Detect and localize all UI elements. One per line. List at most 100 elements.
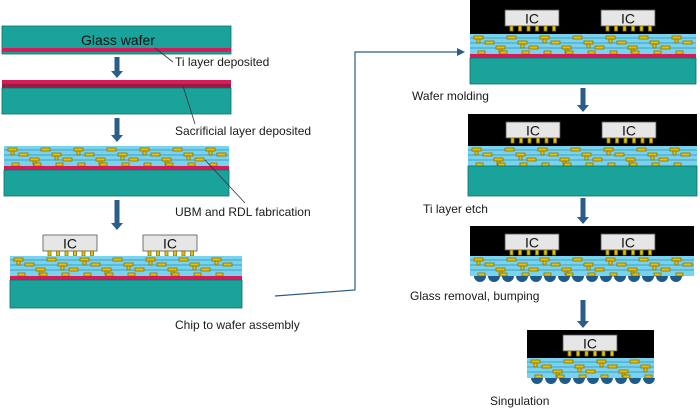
ic-chip bbox=[504, 233, 560, 251]
rdl-trace bbox=[482, 152, 493, 157]
micro-bump bbox=[526, 25, 531, 32]
micro-bump bbox=[164, 250, 169, 257]
solder-bump bbox=[559, 378, 571, 384]
ic-chip bbox=[562, 334, 618, 352]
rdl-trace bbox=[638, 35, 649, 40]
micro-bump bbox=[90, 250, 94, 257]
rdl-trace bbox=[117, 152, 128, 157]
ubm-pad bbox=[61, 272, 70, 277]
ic-chip bbox=[600, 9, 656, 27]
arrow-shaft bbox=[580, 300, 586, 322]
solder-bump bbox=[572, 276, 584, 282]
ubm-pad bbox=[127, 272, 136, 277]
rdl-via bbox=[126, 265, 131, 271]
rdl-trace bbox=[594, 45, 605, 50]
micro-bump bbox=[622, 25, 627, 32]
rdl-trace bbox=[222, 262, 233, 267]
ubm-pad bbox=[675, 50, 684, 55]
solder-bump bbox=[488, 276, 500, 282]
rdl-via bbox=[608, 38, 613, 44]
solder-bump bbox=[545, 378, 557, 384]
rdl-trace bbox=[495, 267, 506, 272]
rdl-trace bbox=[552, 369, 563, 374]
arrow-to-glass-removal bbox=[577, 198, 589, 224]
ic-chip bbox=[600, 233, 656, 251]
rdl-trace bbox=[583, 262, 594, 267]
solder-bump bbox=[643, 378, 655, 384]
ubm-pad bbox=[121, 162, 130, 167]
rdl-via bbox=[60, 265, 65, 271]
micro-bump bbox=[615, 137, 619, 144]
micro-bump bbox=[648, 25, 652, 32]
rdl-trace bbox=[51, 152, 62, 157]
arrow-shaft bbox=[114, 118, 120, 136]
step-label-ti-layer: Ti layer deposited bbox=[175, 55, 269, 69]
rdl-trace bbox=[167, 267, 178, 272]
ubm-pad bbox=[622, 374, 631, 379]
micro-bump bbox=[553, 137, 557, 144]
arrow-shaft bbox=[114, 200, 120, 224]
rdl-trace bbox=[471, 147, 482, 152]
micro-bump bbox=[552, 25, 556, 32]
rdl-trace bbox=[517, 262, 528, 267]
micro-bump bbox=[610, 350, 614, 357]
micro-bump bbox=[567, 350, 572, 357]
solder-bump bbox=[656, 276, 668, 282]
stage-singulation: IC bbox=[527, 330, 655, 384]
solder-bump bbox=[474, 276, 486, 282]
rdl-via bbox=[672, 150, 677, 156]
rdl-trace bbox=[629, 359, 640, 364]
rdl-trace bbox=[627, 267, 638, 272]
rdl-trace bbox=[84, 152, 95, 157]
ubm-pad bbox=[477, 272, 486, 277]
solder-bump bbox=[530, 276, 542, 282]
micro-bump bbox=[536, 137, 540, 144]
rdl-trace bbox=[605, 35, 616, 40]
rdl-trace bbox=[550, 40, 561, 45]
solder-bump bbox=[600, 276, 612, 282]
rdl-trace bbox=[101, 267, 112, 272]
rdl-trace bbox=[638, 257, 649, 262]
rdl-trace bbox=[671, 257, 682, 262]
micro-bump bbox=[190, 250, 194, 257]
rdl-via bbox=[674, 38, 679, 44]
rdl-via bbox=[586, 265, 591, 271]
pointer-ti-layer bbox=[154, 47, 174, 63]
micro-bump bbox=[56, 250, 60, 257]
rdl-trace bbox=[530, 359, 541, 364]
solder-bump bbox=[587, 378, 599, 384]
micro-bump bbox=[632, 137, 636, 144]
step-label-glass-removal: Glass removal, bumping bbox=[410, 289, 539, 303]
rdl-trace bbox=[640, 364, 651, 369]
rdl-via bbox=[76, 150, 81, 156]
rdl-trace bbox=[13, 257, 24, 262]
rdl-via bbox=[542, 38, 547, 44]
rdl-trace bbox=[607, 364, 618, 369]
rdl-trace bbox=[649, 262, 660, 267]
step-label-singulation: Singulation bbox=[490, 394, 549, 408]
rdl-via bbox=[586, 43, 591, 49]
rdl-via bbox=[584, 155, 589, 161]
rdl-trace bbox=[161, 157, 172, 162]
ti-layer bbox=[4, 166, 229, 170]
rdl-trace bbox=[18, 152, 29, 157]
rdl-trace bbox=[200, 267, 211, 272]
step-label-chip-to-wafer: Chip to wafer assembly bbox=[175, 318, 300, 332]
micro-bump bbox=[510, 137, 515, 144]
ic-chip-label: IC bbox=[163, 236, 177, 252]
micro-bump bbox=[623, 137, 628, 144]
stage-glass-wafer bbox=[1, 25, 232, 55]
ubm-pad bbox=[187, 162, 196, 167]
rdl-via bbox=[208, 150, 213, 156]
rdl-trace bbox=[570, 147, 581, 152]
ubm-pad bbox=[477, 50, 486, 55]
rdl-trace bbox=[211, 257, 222, 262]
micro-bump bbox=[552, 249, 556, 256]
ubm-pad bbox=[143, 162, 152, 167]
micro-bump bbox=[639, 249, 644, 256]
ic-chip bbox=[505, 121, 561, 139]
ic-chip-label: IC bbox=[622, 123, 636, 139]
glass-wafer bbox=[3, 169, 230, 197]
rdl-trace bbox=[605, 257, 616, 262]
